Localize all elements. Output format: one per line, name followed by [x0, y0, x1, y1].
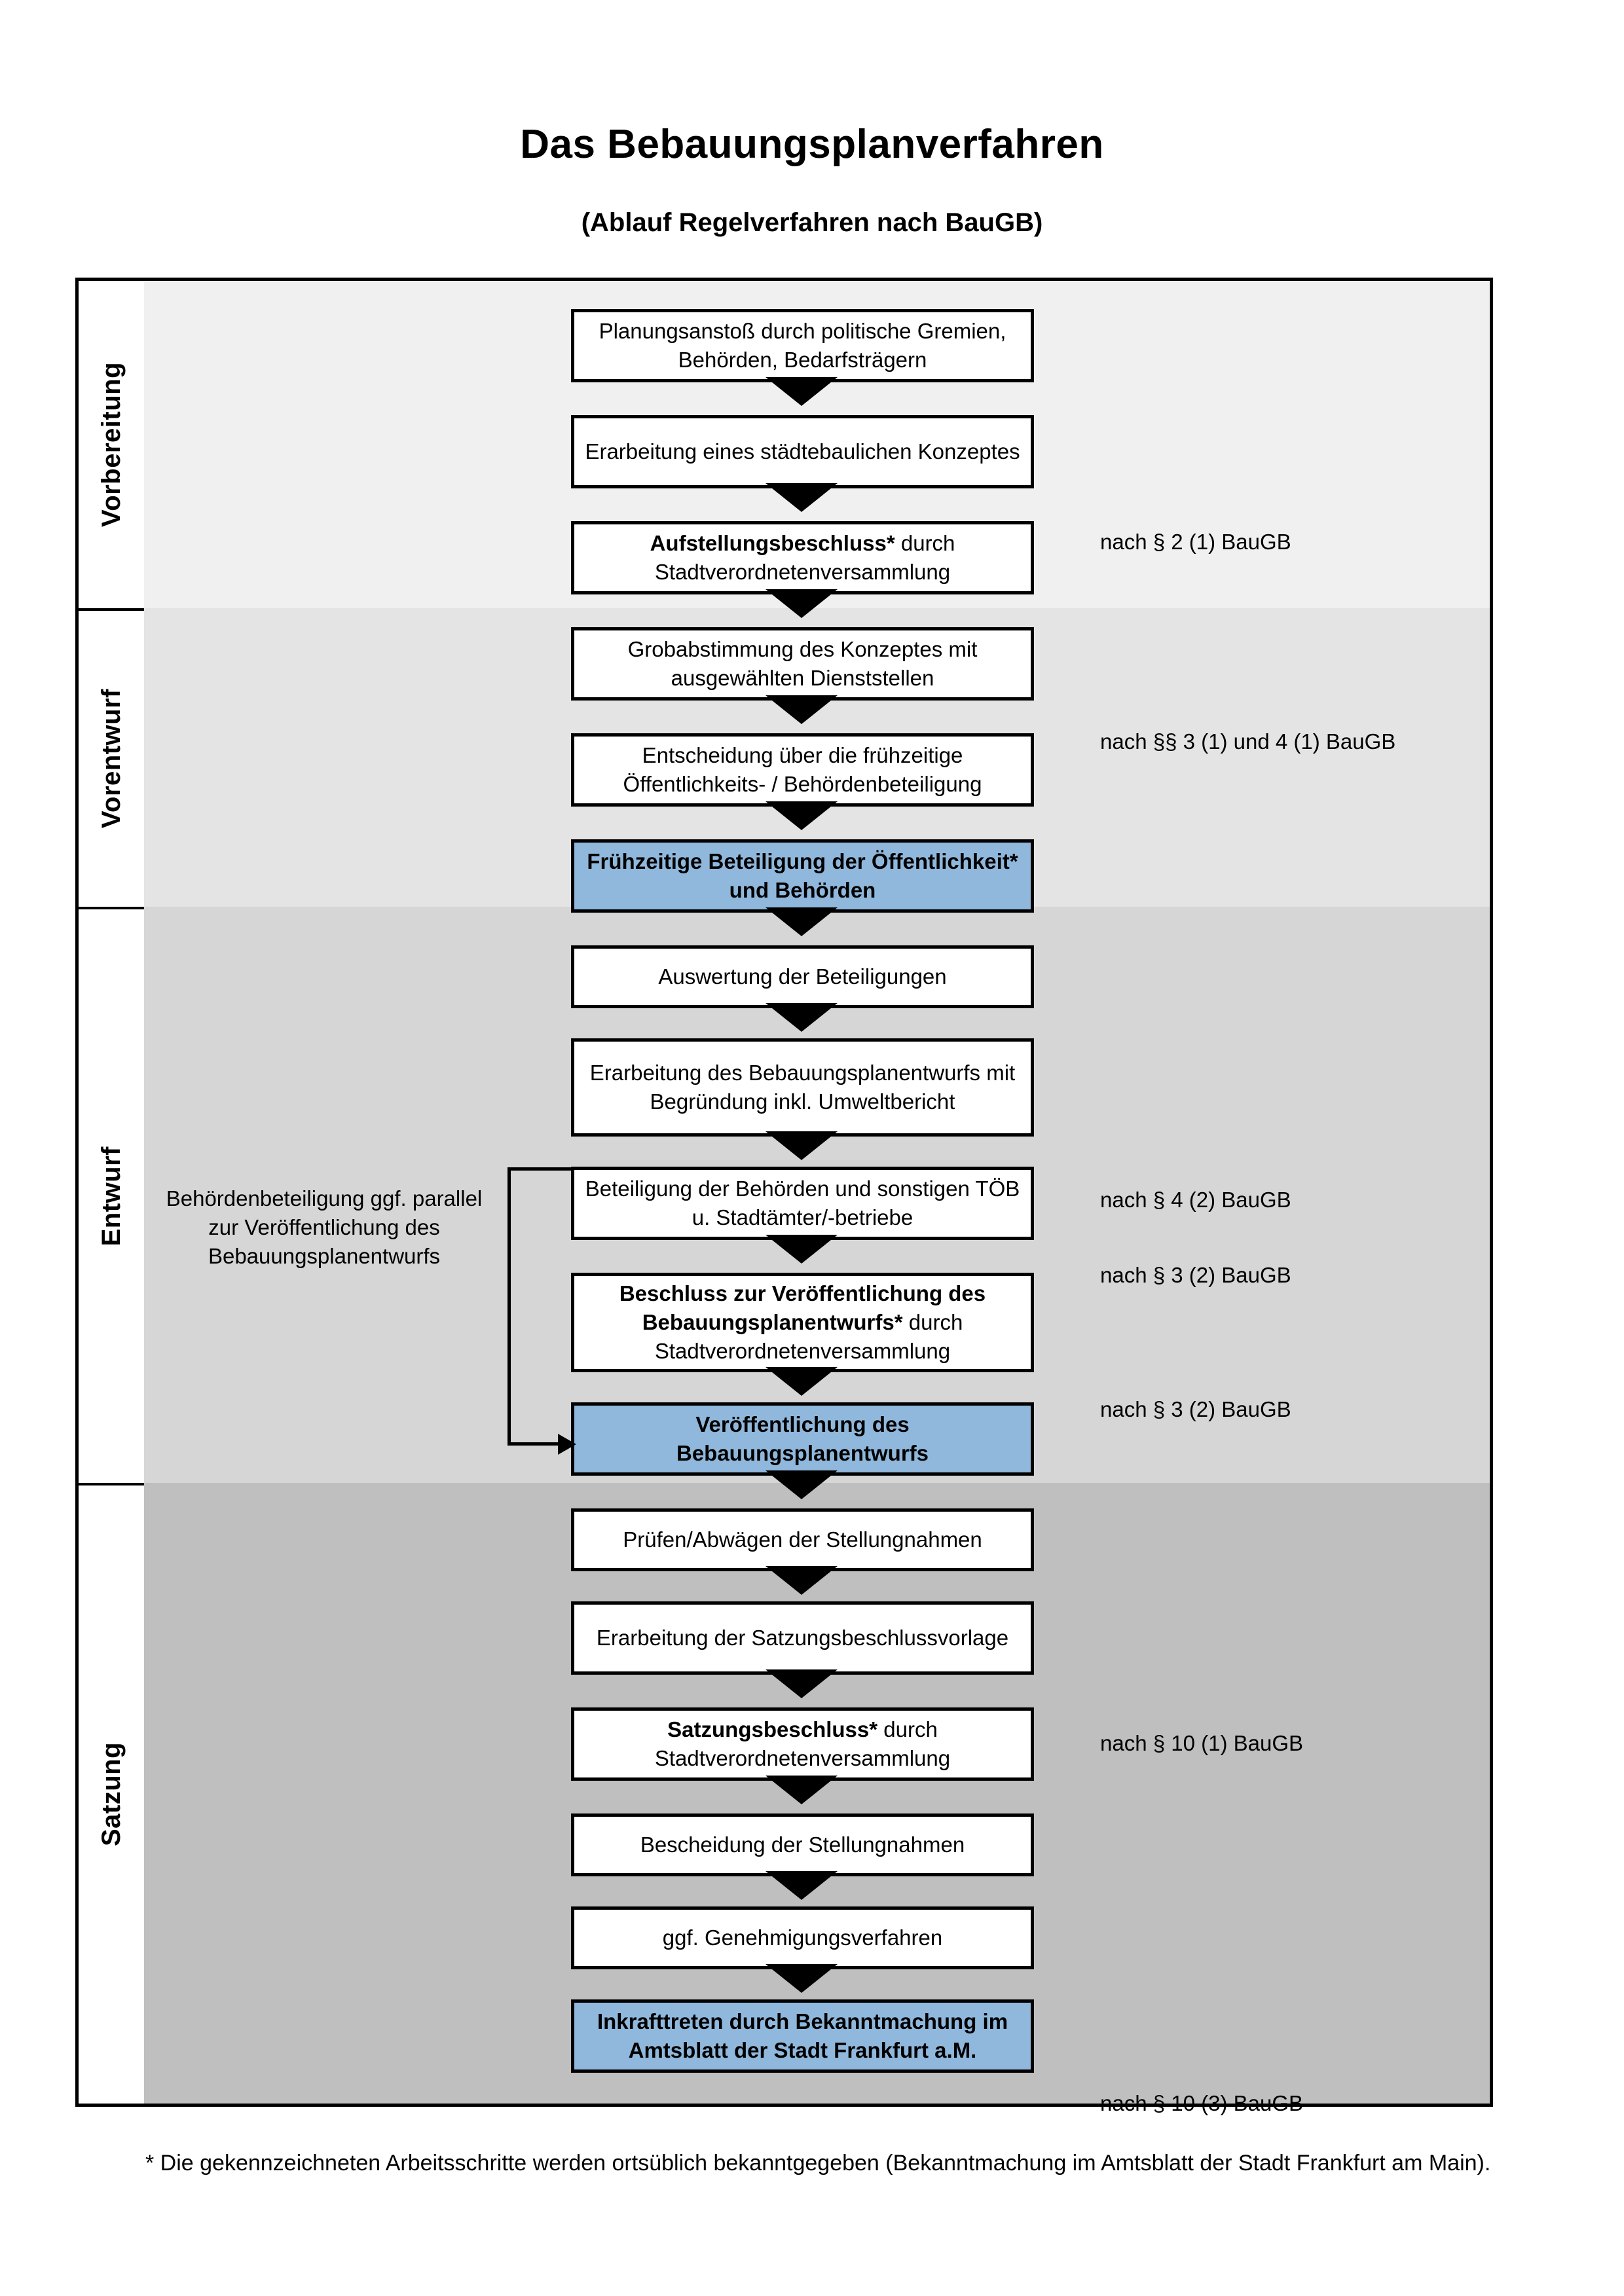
process-step-12: Prüfen/Abwägen der Stellungnahmen	[571, 1508, 1034, 1571]
process-step-15: Bescheidung der Stellungnahmen	[571, 1813, 1034, 1876]
flow-arrow-icon	[766, 1964, 838, 1993]
flow-arrow-icon	[766, 907, 838, 936]
arrowhead-icon	[558, 1434, 576, 1455]
process-step-10: Beschluss zur Veröffentlichung des Bebau…	[571, 1273, 1034, 1372]
process-step-label: ggf. Genehmigungsverfahren	[662, 1925, 943, 1950]
process-step-7: Auswertung der Beteiligungen	[571, 945, 1034, 1008]
flow-arrow-icon	[766, 1566, 838, 1595]
process-step-label: Auswertung der Beteiligungen	[658, 964, 947, 989]
process-step-label: Bescheidung der Stellungnahmen	[640, 1832, 965, 1857]
phase-label-entwurf: Entwurf	[79, 907, 144, 1483]
flow-arrow-icon	[766, 589, 838, 618]
process-step-label: Planungsanstoß durch politische Gremien,…	[599, 319, 1006, 372]
legal-reference-2: nach §§ 3 (1) und 4 (1) BauGB	[1100, 729, 1396, 754]
process-step-1: Planungsanstoß durch politische Gremien,…	[571, 309, 1034, 382]
legal-reference-1: nach § 2 (1) BauGB	[1100, 530, 1291, 554]
phase-label-vorentwurf: Vorentwurf	[79, 608, 144, 907]
process-step-5: Entscheidung über die frühzeitige Öffent…	[571, 733, 1034, 807]
process-step-label: Aufstellungsbeschluss* durch Stadtverord…	[650, 531, 955, 584]
phase-label-vorbereitung: Vorbereitung	[79, 281, 144, 608]
process-step-17: Inkrafttreten durch Bekanntmachung im Am…	[571, 1999, 1034, 2073]
phase-label-satzung: Satzung	[79, 1483, 144, 2104]
process-step-label: Erarbeitung des Bebauungsplanentwurfs mi…	[589, 1061, 1016, 1114]
process-step-9: Beteiligung der Behörden und sonstigen T…	[571, 1167, 1034, 1240]
process-step-4: Grobabstimmung des Konzeptes mit ausgewä…	[571, 627, 1034, 701]
legal-reference-6: nach § 10 (1) BauGB	[1100, 1731, 1304, 1755]
process-step-label: Veröffentlichung des Bebauungsplanentwur…	[676, 1412, 929, 1465]
process-step-label: Beschluss zur Veröffentlichung des Bebau…	[619, 1281, 986, 1363]
footnote-text: * Die gekennzeichneten Arbeitsschritte w…	[145, 2151, 1491, 2176]
page-title: Das Bebauungsplanverfahren	[520, 122, 1104, 167]
flow-arrow-icon	[766, 1776, 838, 1804]
process-step-label: Erarbeitung eines städtebaulichen Konzep…	[585, 439, 1020, 464]
flow-arrow-icon	[766, 695, 838, 724]
page-subtitle: (Ablauf Regelverfahren nach BauGB)	[581, 208, 1043, 237]
process-step-6: Frühzeitige Beteiligung der Öffentlichke…	[571, 839, 1034, 913]
bracket-top-segment	[507, 1167, 573, 1171]
process-step-16: ggf. Genehmigungsverfahren	[571, 1906, 1034, 1969]
flow-arrow-icon	[766, 1669, 838, 1698]
process-step-11: Veröffentlichung des Bebauungsplanentwur…	[571, 1402, 1034, 1476]
process-step-label: Erarbeitung der Satzungsbeschlussvorlage	[596, 1626, 1009, 1650]
bypass-connector-arrow	[507, 1167, 576, 1455]
flow-arrow-icon	[766, 1003, 838, 1032]
legal-reference-3: nach § 4 (2) BauGB	[1100, 1188, 1291, 1212]
flow-arrow-icon	[766, 1367, 838, 1396]
process-step-label: Grobabstimmung des Konzeptes mit ausgewä…	[627, 637, 978, 690]
flow-arrow-icon	[766, 1131, 838, 1160]
process-step-3: Aufstellungsbeschluss* durch Stadtverord…	[571, 521, 1034, 594]
bracket-bottom-segment	[507, 1442, 563, 1446]
phase-label-text: Entwurf	[96, 1146, 126, 1247]
flow-arrow-icon	[766, 1470, 838, 1499]
flow-arrow-icon	[766, 1235, 838, 1264]
phase-label-text: Vorentwurf	[96, 689, 126, 829]
flow-arrow-icon	[766, 377, 838, 406]
bracket-vertical-segment	[507, 1167, 511, 1446]
legal-reference-5: nach § 3 (2) BauGB	[1100, 1397, 1291, 1421]
process-step-label: Satzungsbeschluss* durch Stadtverordnete…	[654, 1717, 951, 1770]
process-step-label: Frühzeitige Beteiligung der Öffentlichke…	[587, 849, 1018, 902]
process-step-label: Entscheidung über die frühzeitige Öffent…	[623, 743, 982, 796]
process-step-8: Erarbeitung des Bebauungsplanentwurfs mi…	[571, 1038, 1034, 1137]
process-step-label: Beteiligung der Behörden und sonstigen T…	[585, 1176, 1020, 1230]
process-step-2: Erarbeitung eines städtebaulichen Konzep…	[571, 415, 1034, 488]
legal-reference-4: nach § 3 (2) BauGB	[1100, 1263, 1291, 1287]
flow-arrow-icon	[766, 483, 838, 512]
legal-reference-7: nach § 10 (3) BauGB	[1100, 2091, 1304, 2115]
flow-arrow-icon	[766, 801, 838, 830]
phase-label-text: Vorbereitung	[96, 362, 126, 527]
process-step-14: Satzungsbeschluss* durch Stadtverordnete…	[571, 1707, 1034, 1781]
process-step-label: Inkrafttreten durch Bekanntmachung im Am…	[597, 2009, 1008, 2062]
process-step-13: Erarbeitung der Satzungsbeschlussvorlage	[571, 1601, 1034, 1675]
side-annotation: Behördenbeteiligung ggf. parallel zur Ve…	[166, 1186, 483, 1269]
flow-arrow-icon	[766, 1871, 838, 1900]
process-step-label: Prüfen/Abwägen der Stellungnahmen	[623, 1527, 982, 1552]
phase-label-text: Satzung	[96, 1742, 126, 1847]
